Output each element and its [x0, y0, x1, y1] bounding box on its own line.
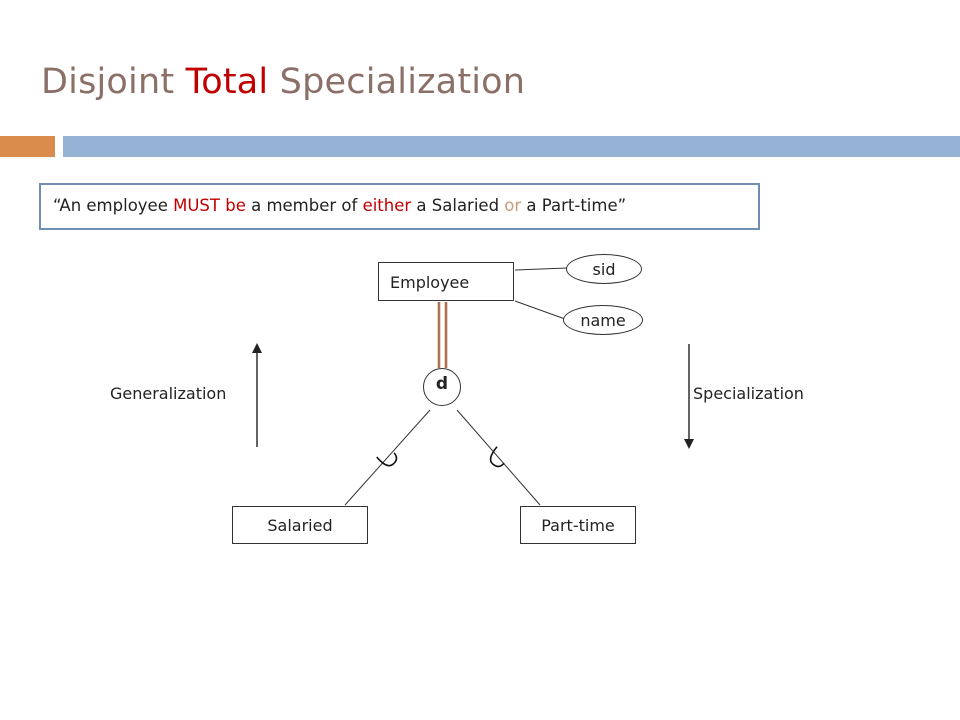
employee-label: Employee [390, 273, 470, 292]
title-total: Total [185, 62, 269, 102]
quote-must-be: MUST be [173, 196, 246, 215]
salaried-connector [344, 409, 431, 506]
part-time-label: Part-time [541, 515, 615, 535]
part-time-entity: Part-time [520, 506, 636, 544]
sid-label: sid [592, 259, 616, 279]
salaried-subset-symbol [376, 452, 398, 467]
generalization-arrow-head [252, 343, 262, 353]
sid-attribute: sid [566, 254, 642, 284]
part-time-subset-symbol [489, 446, 505, 468]
name-connector [514, 300, 566, 320]
salaried-label: Salaried [267, 515, 333, 535]
quote-either: either [362, 196, 412, 215]
quote-part-time: a Part-time” [521, 196, 627, 215]
generalization-label: Generalization [110, 384, 227, 403]
name-attribute: name [563, 305, 643, 335]
definition-quote-box: “An employee MUST be a member of either … [39, 183, 760, 230]
total-participation-line [437, 302, 448, 368]
salaried-entity: Salaried [232, 506, 368, 544]
specialization-label: Specialization [693, 384, 804, 403]
specialization-arrow-head [684, 439, 694, 449]
quote-open: “An employee [53, 196, 174, 215]
quote-mid: a member of [245, 196, 363, 215]
disjoint-circle: d [423, 368, 461, 406]
part-time-connector [456, 409, 541, 506]
title-underline-bar [63, 136, 960, 157]
slide-title: Disjoint Total Specialization [41, 62, 525, 102]
quote-salaried: a Salaried [411, 196, 505, 215]
title-disjoint: Disjoint [41, 62, 186, 102]
sid-connector [514, 267, 568, 271]
quote-or: or [504, 196, 522, 215]
employee-entity: Employee [378, 262, 514, 301]
title-underline-accent [0, 136, 55, 157]
name-label: name [580, 310, 626, 330]
title-specialization: Specialization [268, 62, 526, 102]
disjoint-symbol: d [435, 374, 449, 394]
